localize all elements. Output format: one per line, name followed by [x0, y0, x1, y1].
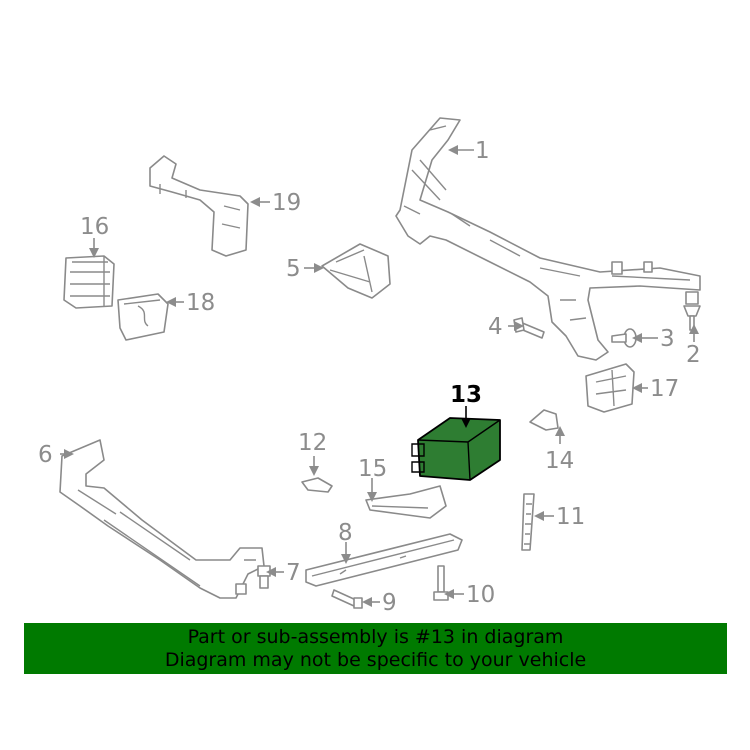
part-19-latch-support: [149, 155, 249, 257]
part-9-bolt: [331, 589, 363, 609]
callout-5: 5: [286, 256, 301, 282]
callout-3: 3: [660, 326, 675, 352]
part-7-bolt: [257, 565, 271, 589]
part-13-sensor-module: [411, 417, 501, 481]
part-5-deflector: [321, 243, 391, 299]
part-11-strip: [521, 493, 535, 551]
callout-1: 1: [475, 138, 490, 164]
callout-12: 12: [298, 430, 327, 456]
callout-17: 17: [650, 376, 679, 402]
part-16-duct: [63, 255, 115, 309]
callout-7: 7: [286, 560, 301, 586]
callout-18: 18: [186, 290, 215, 316]
info-banner: Part or sub-assembly is #13 in diagram D…: [24, 623, 727, 674]
leader-lines: [60, 145, 699, 607]
callout-11: 11: [556, 504, 585, 530]
part-8-lower-rail: [305, 533, 463, 587]
part-12-clip: [301, 477, 333, 493]
part-14-bracket: [529, 409, 559, 431]
part-17-block: [585, 363, 635, 413]
callout-8: 8: [338, 520, 353, 546]
callout-15: 15: [358, 456, 387, 482]
callout-9: 9: [382, 590, 397, 616]
part-1-radiator-support: [395, 117, 701, 361]
part-3-bolt: [611, 328, 637, 348]
part-15-guide: [365, 485, 447, 519]
callout-2: 2: [686, 342, 701, 368]
part-18-latch-bracket: [117, 293, 169, 341]
callout-13: 13: [450, 382, 482, 408]
banner-line-2: Diagram may not be specific to your vehi…: [164, 649, 587, 671]
callout-16: 16: [80, 214, 109, 240]
part-2-push-pin: [683, 291, 701, 331]
callout-4: 4: [488, 314, 503, 340]
part-6-lower-tie-bar: [59, 439, 265, 599]
callout-6: 6: [38, 442, 53, 468]
callout-14: 14: [545, 448, 574, 474]
banner-line-1: Part or sub-assembly is #13 in diagram: [187, 626, 564, 648]
callout-19: 19: [272, 190, 301, 216]
callout-10: 10: [466, 582, 495, 608]
